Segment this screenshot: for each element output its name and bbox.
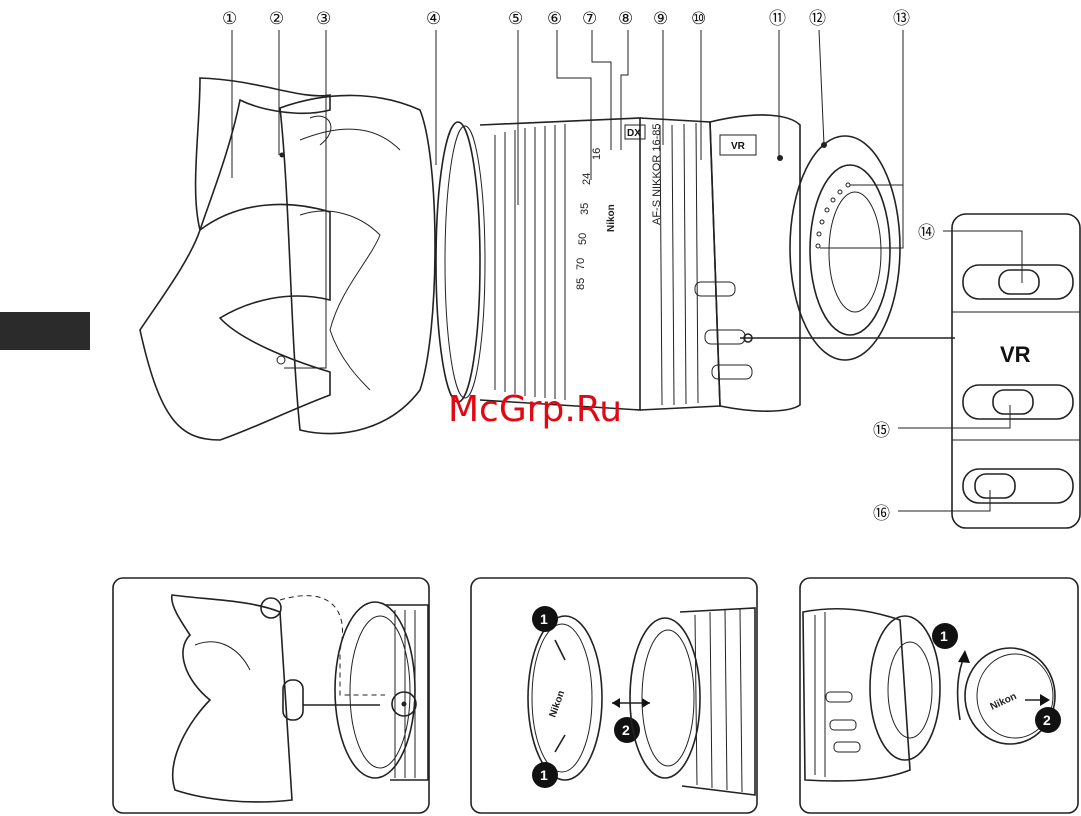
callout-13: ⑬ [893, 9, 910, 28]
lens-brand-label: Nikon [606, 204, 617, 232]
callout-4: ④ [426, 9, 441, 28]
callout-15: ⑮ [873, 421, 890, 440]
lens-model-label: AF-S NIKKOR 16-85 [651, 124, 663, 225]
dx-badge: DX [627, 128, 641, 139]
zoom-scale-70: 70 [575, 258, 587, 270]
hood-setting-index [277, 356, 285, 364]
hood-mounting-index-dot [280, 153, 285, 158]
rear-step-1-text: 1 [940, 628, 948, 644]
step-1-top-text: 1 [540, 611, 548, 627]
leader-lines [232, 30, 1022, 511]
vr-mode-switch [963, 469, 1073, 503]
rear-cap-brand: Nikon [989, 691, 1019, 713]
lens-hood [140, 78, 435, 440]
zoom-scale-16: 16 [591, 148, 603, 160]
front-lens-ring [436, 122, 480, 402]
rear-step-2-text: 2 [1043, 712, 1051, 728]
callout-9: ⑨ [653, 9, 668, 28]
callout-11: ⑪ [769, 9, 786, 28]
barrel-vr-switch [705, 330, 745, 344]
zoom-scale-35: 35 [579, 203, 591, 215]
callout-5: ⑤ [508, 9, 523, 28]
panel-hood-attachment [113, 578, 429, 813]
callout-10: ⑩ [691, 9, 706, 28]
cap-brand: Nikon [547, 689, 567, 719]
callout-16: ⑯ [873, 504, 890, 523]
step-1-bottom-text: 1 [540, 767, 548, 783]
callout-12: ⑫ [809, 9, 826, 28]
vr-badge: VR [731, 141, 746, 152]
switch-inset-panel [952, 214, 1080, 528]
callout-2: ② [269, 9, 284, 28]
zoom-ring-grip [495, 124, 565, 400]
mounting-index-dot [777, 155, 783, 161]
rear-lens-element [810, 165, 890, 335]
zoom-scale-50: 50 [577, 233, 589, 245]
inset-vr-label: VR [1000, 342, 1031, 367]
callout-8: ⑧ [618, 9, 633, 28]
callout-7: ⑦ [582, 9, 597, 28]
panel-rear-cap: 1 Nikon 2 [800, 578, 1078, 813]
callout-6: ⑥ [547, 9, 562, 28]
step-2-text: 2 [622, 722, 630, 738]
zoom-scale-85: 85 [575, 278, 587, 290]
lens-barrel: 24 35 50 70 85 16 Nikon AF-S NIKKOR 16-8… [436, 115, 900, 411]
panel-3-frame [800, 578, 1078, 813]
callout-3: ③ [316, 9, 331, 28]
hood-index-circle [261, 598, 281, 618]
panel-2-frame [471, 578, 757, 813]
callout-14: ⑭ [918, 223, 935, 242]
callout-1: ① [222, 9, 237, 28]
focus-ring-grip [660, 123, 698, 405]
panel-front-cap: Nikon 1 1 2 [471, 578, 757, 813]
watermark: McGrp.Ru [448, 389, 622, 430]
